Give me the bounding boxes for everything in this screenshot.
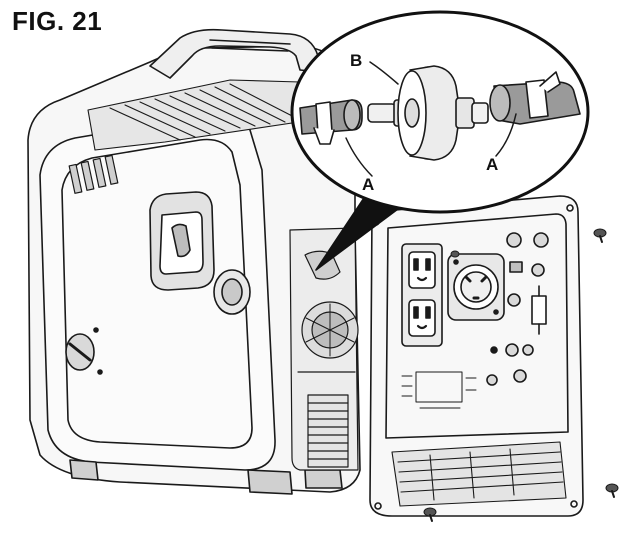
figure-title: FIG. 21 <box>12 6 103 36</box>
hose-clamp-left <box>313 101 335 145</box>
fuel-valve-dial <box>65 327 103 375</box>
panel-controls <box>486 232 549 386</box>
callout-label-b: B <box>350 51 362 70</box>
duplex-outlet <box>401 243 443 347</box>
carry-handle <box>149 28 321 79</box>
loose-screws <box>423 228 619 522</box>
choke-knob <box>213 269 251 315</box>
twist-lock-outlet <box>447 253 505 321</box>
recoil-starter <box>149 191 215 291</box>
screw-icon <box>450 250 460 258</box>
hose-clamp-right <box>525 71 561 119</box>
screw-icon <box>423 507 437 522</box>
engine-interior <box>289 227 359 471</box>
cooling-fins <box>307 394 349 468</box>
top-vent-grille <box>87 79 313 151</box>
screw-icon <box>605 483 619 498</box>
callout-label-a-right: A <box>486 155 498 174</box>
screw-icon <box>593 228 607 243</box>
callout-label-a-left: A <box>362 175 374 194</box>
panel-markings <box>401 371 477 409</box>
fuel-filter <box>367 65 489 161</box>
side-vent-slots <box>68 154 119 194</box>
generator-front-panel <box>39 114 276 471</box>
callout-leader-lines <box>345 61 517 177</box>
base-feet <box>69 459 343 495</box>
fuel-line-left <box>299 99 363 145</box>
panel-vent-louvers <box>391 441 567 507</box>
